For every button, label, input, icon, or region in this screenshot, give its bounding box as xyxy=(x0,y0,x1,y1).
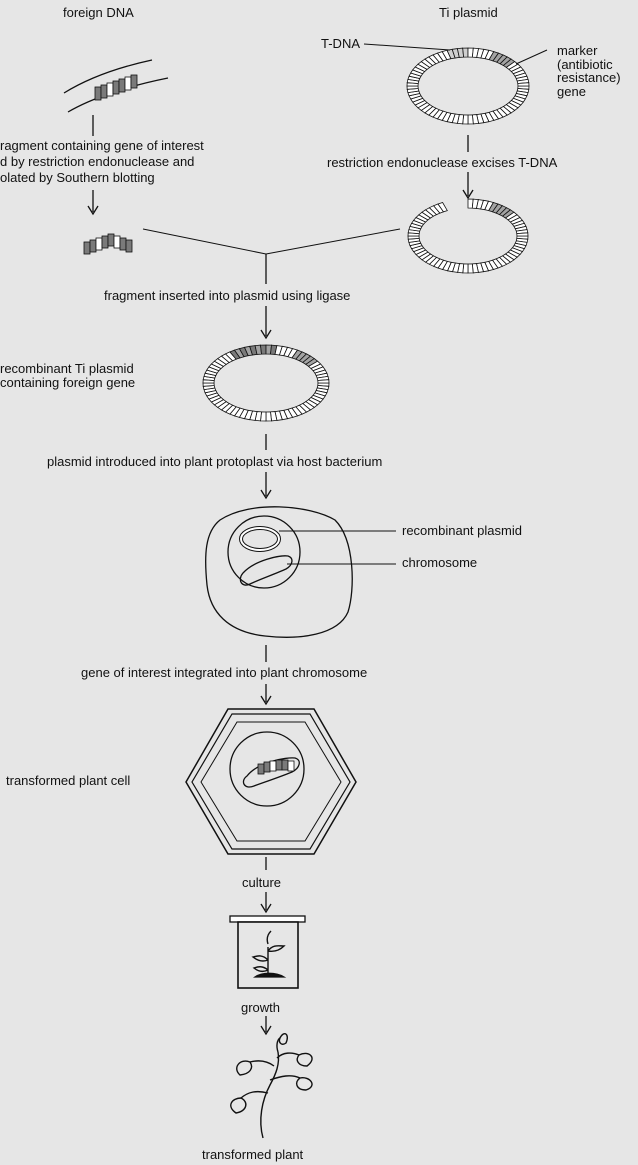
introduced-step-label: plasmid introduced into plant protoplast… xyxy=(47,455,382,469)
recombinant-ti-plasmid xyxy=(203,345,329,421)
ti-plasmid-label: Ti plasmid xyxy=(439,6,498,20)
converge-right xyxy=(266,229,400,254)
foreign-dna-label: foreign DNA xyxy=(63,6,134,20)
t-dna-label: T-DNA xyxy=(321,37,360,51)
transformed-plant-drawing xyxy=(231,1034,312,1138)
converge-left xyxy=(143,229,266,254)
recombinant-plasmid-label: recombinant plasmid xyxy=(402,524,522,538)
excised-gene-fragment xyxy=(84,234,132,254)
transformed-cell-label: transformed plant cell xyxy=(6,774,130,788)
ti-plasmid xyxy=(407,48,529,124)
marker-gene-label: marker (antibiotic resistance) gene xyxy=(557,44,621,98)
culture-jar xyxy=(230,916,305,988)
culture-step-label: culture xyxy=(242,876,281,890)
integrated-step-label: gene of interest integrated into plant c… xyxy=(81,666,367,680)
marker-pointer xyxy=(516,50,547,64)
excise-step-label: restriction endonuclease excises T-DNA xyxy=(327,156,557,170)
transformed-plant-label: transformed plant xyxy=(202,1148,303,1162)
foreign-dna-strand xyxy=(64,60,168,112)
plant-protoplast xyxy=(206,507,353,637)
recombinant-ti-label: recombinant Ti plasmid containing foreig… xyxy=(0,362,135,390)
ligase-step-label: fragment inserted into plasmid using lig… xyxy=(104,289,350,303)
chromosome-label: chromosome xyxy=(402,556,477,570)
cut-ti-plasmid xyxy=(408,199,528,273)
fragment-description-label: ragment containing gene of interest d by… xyxy=(0,138,204,186)
transformed-cell xyxy=(186,709,356,854)
growth-step-label: growth xyxy=(241,1001,280,1015)
t-dna-pointer xyxy=(364,44,450,50)
